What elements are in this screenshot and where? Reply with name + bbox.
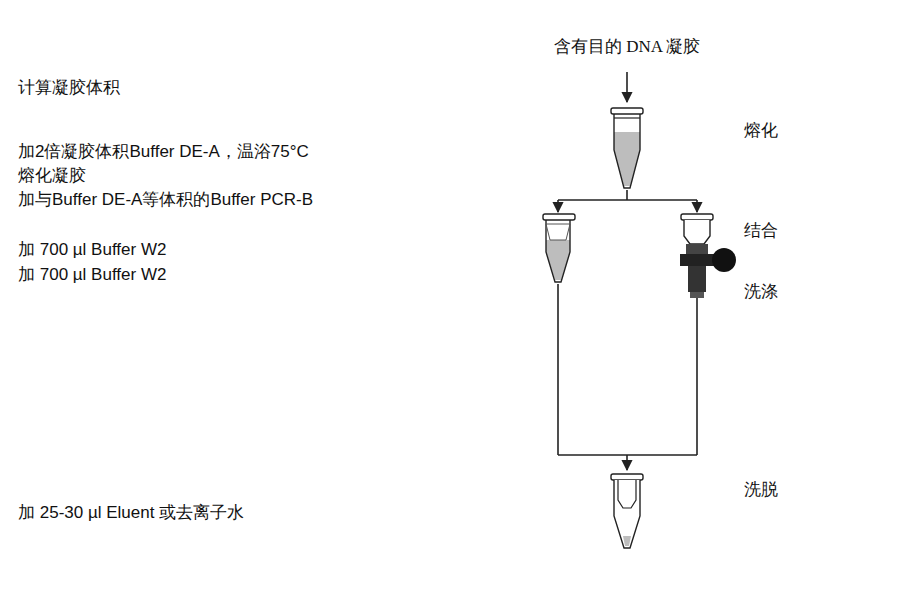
step-instruction: 加 25-30 µl Eluent 或去离子水 <box>18 501 418 525</box>
flow-arrow <box>557 200 559 212</box>
stage-label: 结合 <box>744 219 824 243</box>
stage-label: 熔化 <box>744 119 824 143</box>
flow-line <box>557 284 559 455</box>
vacuum-manifold-icon <box>680 214 736 298</box>
step-instruction: 计算凝胶体积 <box>18 76 318 100</box>
flow-title: 含有目的 DNA 凝胶 <box>554 35 700 59</box>
flow-line <box>626 190 628 200</box>
tube-icon <box>611 108 643 188</box>
flow-arrow <box>626 72 628 102</box>
step-instruction: 加 700 µl Buffer W2 <box>18 238 318 262</box>
tube-icon <box>543 214 575 282</box>
tube-icon <box>611 474 643 548</box>
flow-line <box>696 298 698 455</box>
stage-label: 洗脱 <box>744 478 824 502</box>
flow-line <box>558 199 697 201</box>
step-instruction: 加 700 µl Buffer W2 <box>18 263 318 287</box>
stage-label: 洗涤 <box>744 280 824 304</box>
flow-arrow <box>696 200 698 212</box>
step-instruction: 加与Buffer DE-A等体积的Buffer PCR-B <box>18 188 438 212</box>
step-instruction: 加2倍凝胶体积Buffer DE-A，温浴75°C 熔化凝胶 <box>18 140 318 188</box>
flow-arrow <box>626 455 628 470</box>
